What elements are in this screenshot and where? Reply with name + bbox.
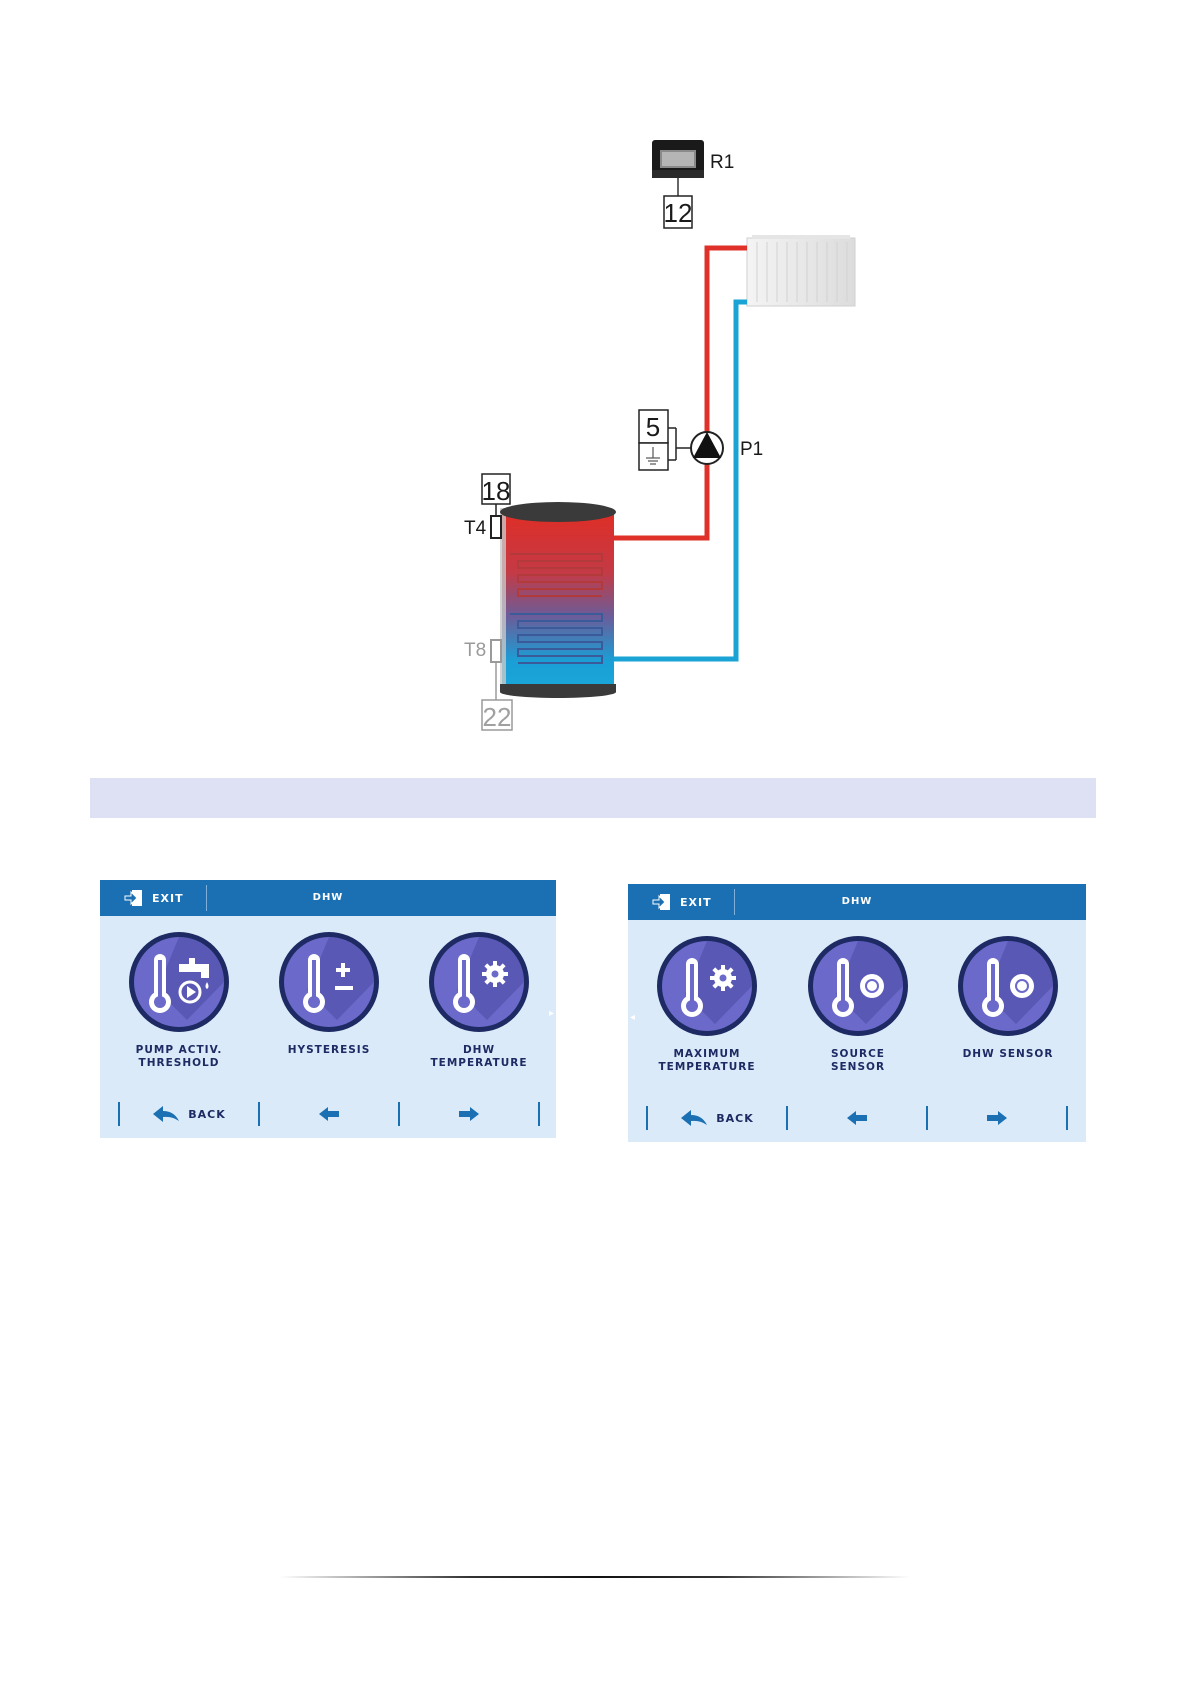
tile-label: SOURCE SENSOR xyxy=(783,1048,933,1074)
tile-dhw-temperature[interactable]: DHW TEMPERATURE xyxy=(404,930,554,1070)
tile-hysteresis[interactable]: HYSTERESIS xyxy=(254,930,404,1057)
hydraulic-diagram: R1 12 P1 5 xyxy=(0,0,1191,770)
previous-button[interactable] xyxy=(788,1098,926,1138)
controller-label: R1 xyxy=(710,152,734,173)
pump-icon xyxy=(691,432,723,464)
thermometer-plus-minus-icon xyxy=(277,930,381,1034)
sensor-t4-terminal-number: 18 xyxy=(482,476,511,506)
tile-pump-activation-threshold[interactable]: PUMP ACTIV. THRESHOLD xyxy=(104,930,254,1070)
tile-maximum-temperature[interactable]: MAXIMUM TEMPERATURE xyxy=(632,934,782,1074)
sensor-t4-label: T4 xyxy=(464,518,487,539)
panel-1-top-bar: EXIT DHW xyxy=(100,880,556,916)
back-button[interactable]: BACK xyxy=(648,1098,786,1138)
panel-1-bottom-bar: BACK xyxy=(100,1094,556,1138)
arrow-right-icon xyxy=(987,1111,1007,1125)
tile-label: HYSTERESIS xyxy=(254,1044,404,1057)
panel-2-bottom-bar: BACK xyxy=(628,1098,1086,1142)
room-controller-icon xyxy=(652,140,704,178)
thermometer-sensor-icon xyxy=(956,934,1060,1038)
thermometer-gear-icon xyxy=(427,930,531,1034)
next-button[interactable] xyxy=(400,1094,538,1134)
sensor-t8-terminal-number: 22 xyxy=(483,702,512,732)
hot-water-tank xyxy=(500,502,616,698)
thermometer-gear-icon xyxy=(655,934,759,1038)
back-arrow-icon xyxy=(152,1105,180,1123)
tile-dhw-sensor[interactable]: DHW SENSOR xyxy=(933,934,1083,1061)
sensor-t4-icon xyxy=(491,516,501,538)
thermometer-tap-pump-icon xyxy=(127,930,231,1034)
supply-pipe xyxy=(612,248,747,538)
back-button[interactable]: BACK xyxy=(120,1094,258,1134)
radiator-icon xyxy=(747,235,855,306)
pump-label: P1 xyxy=(740,439,763,460)
controller-terminal-number: 12 xyxy=(664,198,693,228)
tile-source-sensor[interactable]: SOURCE SENSOR xyxy=(783,934,933,1074)
sensor-t8-label: T8 xyxy=(464,640,486,661)
tile-label: DHW TEMPERATURE xyxy=(404,1044,554,1070)
footer-divider xyxy=(280,1576,910,1578)
dhw-menu-panel-2: EXIT DHW ◂ xyxy=(628,884,1086,1142)
dhw-menu-panel-1: EXIT DHW PUMP ACTIV. THRESHOLD xyxy=(100,880,556,1138)
section-band xyxy=(90,778,1096,818)
return-pipe xyxy=(612,302,747,659)
sensor-t8-icon xyxy=(491,640,501,662)
back-label: BACK xyxy=(188,1108,226,1121)
arrow-left-icon xyxy=(847,1111,867,1125)
tile-label: DHW SENSOR xyxy=(933,1048,1083,1061)
arrow-right-icon xyxy=(459,1107,479,1121)
back-label: BACK xyxy=(716,1112,754,1125)
thermometer-sensor-icon xyxy=(806,934,910,1038)
arrow-left-icon xyxy=(319,1107,339,1121)
tile-label: PUMP ACTIV. THRESHOLD xyxy=(104,1044,254,1070)
pump-terminal-number: 5 xyxy=(646,412,660,442)
panel-title: DHW xyxy=(100,880,556,916)
previous-button[interactable] xyxy=(260,1094,398,1134)
panel-title: DHW xyxy=(628,884,1086,920)
chevron-right-icon[interactable]: ▸ xyxy=(549,1008,554,1019)
back-arrow-icon xyxy=(680,1109,708,1127)
panel-2-top-bar: EXIT DHW xyxy=(628,884,1086,920)
next-button[interactable] xyxy=(928,1098,1066,1138)
tile-label: MAXIMUM TEMPERATURE xyxy=(632,1048,782,1074)
